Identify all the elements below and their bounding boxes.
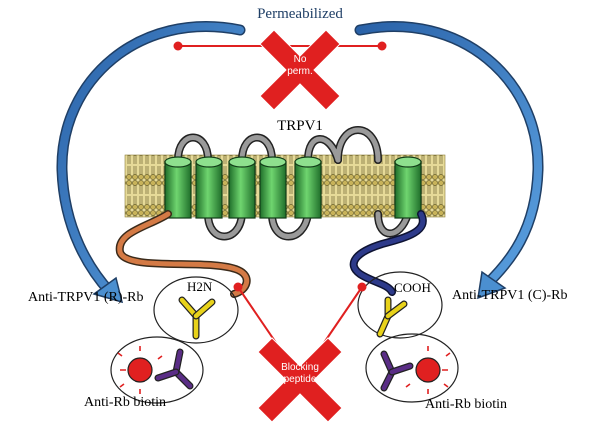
left-secondary-circle: [110, 336, 204, 404]
left-primary-circle: [153, 276, 239, 344]
left-biotin-icon: [127, 357, 153, 383]
right-secondary-label: Anti-Rb biotin: [425, 397, 508, 412]
c-terminus-label: COOH: [394, 280, 431, 295]
right-primary-antibody-icon: [376, 296, 408, 338]
no-perm-x-icon: [259, 29, 341, 111]
helix-s1: [164, 156, 192, 219]
blocking-x-icon: [257, 337, 343, 423]
blocking-peptide-text: Blocking peptide: [262, 362, 338, 386]
no-perm-text: No perm.: [265, 54, 335, 78]
left-secondary-label: Anti-Rb biotin: [84, 395, 167, 410]
transmembrane-helices: [164, 156, 422, 219]
helix-s2: [195, 156, 223, 219]
helix-s3: [228, 156, 256, 219]
left-antibody-label: Anti-TRPV1 (R)-Rb: [28, 290, 144, 305]
right-antibody-label: Anti-TRPV1 (C)-Rb: [452, 288, 568, 303]
right-arrowhead: [477, 270, 507, 300]
right-secondary-antibody-icon: [380, 350, 414, 392]
helix-s5: [294, 156, 322, 219]
right-biotin-icon: [415, 357, 441, 383]
no-perm-line2: perm.: [287, 66, 313, 77]
right-secondary-circle: [365, 333, 459, 403]
permeabilized-label: Permeabilized: [257, 6, 343, 22]
no-perm-block: [173, 29, 387, 111]
blocking-line1: Blocking: [281, 362, 319, 373]
right-primary-circle: [357, 271, 443, 339]
permeabilized-arrows: [56, 21, 544, 304]
helix-s6: [394, 156, 422, 219]
left-secondary-antibody-icon: [154, 348, 194, 390]
no-perm-line1: No: [293, 54, 307, 65]
n-terminus-label: H2N: [187, 279, 213, 294]
helix-s4: [259, 156, 287, 219]
left-primary-antibody-icon: [178, 296, 216, 340]
left-arrowhead: [92, 276, 124, 304]
blocking-peptide-block: [233, 282, 367, 423]
trpv1-label: TRPV1: [277, 118, 323, 134]
blocking-line2: peptide: [283, 374, 317, 385]
